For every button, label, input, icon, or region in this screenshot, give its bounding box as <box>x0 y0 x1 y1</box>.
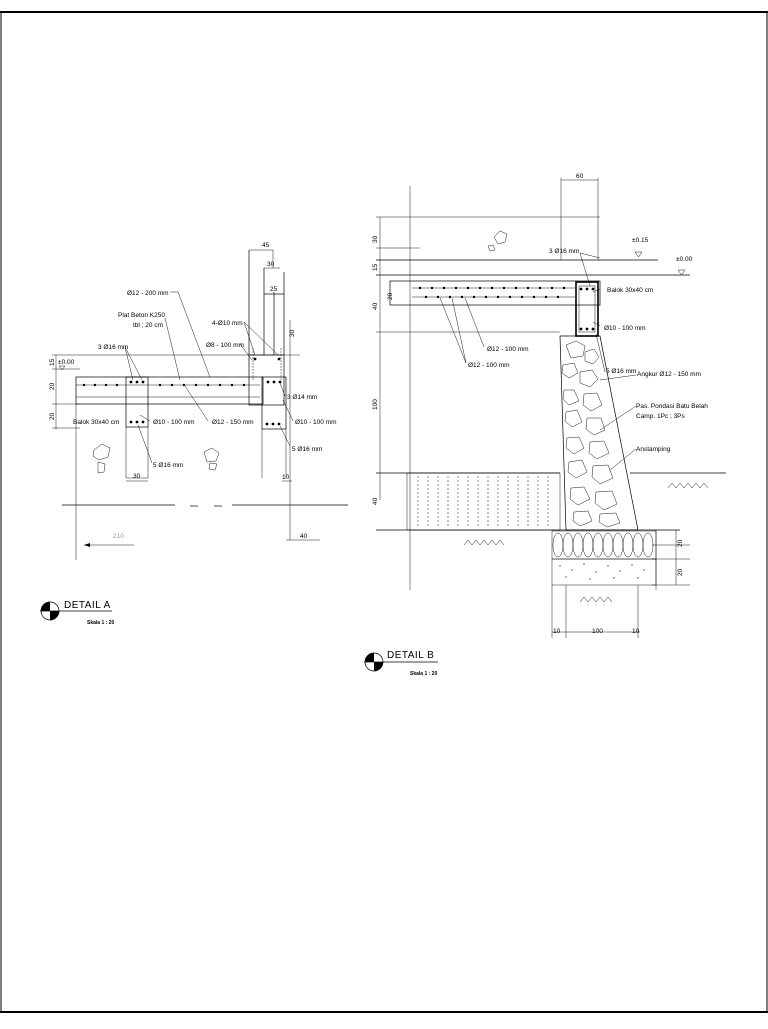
label-anstamping: Anstamping <box>636 446 671 453</box>
dim-100-vertical: 100 <box>372 399 379 410</box>
label-d10-100: Ø10 - 100 mm <box>604 325 646 332</box>
label-d10-100-right: Ø10 - 100 mm <box>295 419 337 426</box>
dim-40-a: 40 <box>372 302 379 310</box>
label-campuran: Camp. 1Pc ; 3Ps <box>636 413 686 420</box>
dim-210: 210 <box>113 533 124 540</box>
anstamping-stones <box>552 532 654 558</box>
dim-30: 30 <box>372 235 379 243</box>
stone-foundation-hatch <box>561 340 621 528</box>
label-pas-pondasi: Pas. Pondasi Batu Belah <box>636 403 708 410</box>
label-balok: Balok 30x40 cm <box>73 419 119 426</box>
dim-10-right: 10 <box>632 628 640 635</box>
sand-hatch <box>559 563 645 580</box>
label-d12-150: Ø12 - 150 mm <box>212 419 254 426</box>
detail-b-rebars <box>418 286 595 331</box>
dim-20: 20 <box>387 292 394 300</box>
dim-30-bottom: 30 <box>133 473 141 480</box>
detail-a-scale: Skala 1 : 20 <box>87 620 114 626</box>
dim-30-top: 30 <box>267 261 275 268</box>
label-level-015: ±0.15 <box>632 237 649 244</box>
dim-20-right-1: 20 <box>677 539 684 547</box>
dim-15: 15 <box>372 263 379 271</box>
dim-20-a: 20 <box>49 382 56 390</box>
label-d12-100-b: Ø12 - 100 mm <box>468 362 510 369</box>
label-5d16: 5 Ø16 mm <box>606 368 636 375</box>
detail-b-leaders <box>439 252 637 471</box>
level-marker-000-icon <box>677 269 686 276</box>
brick-hatch <box>417 476 549 527</box>
label-d12-200: Ø12 - 200 mm <box>127 290 169 297</box>
soil-hatch <box>463 230 709 603</box>
label-4d10: 4-Ø10 mm <box>212 320 243 327</box>
dim-45: 45 <box>262 242 270 249</box>
label-tbl: tbl ; 20 cm <box>133 322 163 329</box>
dim-40-b: 40 <box>372 497 379 505</box>
dim-10-left: 10 <box>553 628 561 635</box>
dim-20-right-2: 20 <box>677 568 684 576</box>
label-level: ±0.00 <box>58 359 75 366</box>
label-angkur: Angkur Ø12 - 150 mm <box>637 371 701 378</box>
level-marker-015-icon <box>634 251 643 258</box>
label-d8-100: Ø8 - 100 mm <box>206 342 244 349</box>
detail-b-scale: Skala 1 : 20 <box>410 671 437 677</box>
detail-b-title-block: DETAIL B Skala 1 : 20 <box>364 650 438 677</box>
dim-40: 40 <box>300 533 308 540</box>
label-5d16-right: 5 Ø16 mm <box>292 446 322 453</box>
detail-a-rebars <box>82 357 282 426</box>
dim-10: 10 <box>282 474 290 481</box>
sheet-border <box>0 11 768 1013</box>
dim-15: 15 <box>49 358 56 366</box>
label-level-000: ±0.00 <box>676 256 693 263</box>
dim-60: 60 <box>576 173 584 180</box>
dim-20-b: 20 <box>49 412 56 420</box>
stone-hatch <box>92 443 220 474</box>
label-5d16: 5 Ø16 mm <box>153 462 183 469</box>
stone-foundation <box>559 335 639 531</box>
detail-b-drawing <box>376 178 726 638</box>
detail-a-drawing <box>52 249 348 560</box>
level-marker-icon <box>58 365 66 371</box>
label-3d16: 3 Ø16 mm <box>549 248 579 255</box>
label-3d14: 3 Ø14 mm <box>287 394 317 401</box>
detail-a-labels: Ø12 - 200 mm Plat Beton K250 tbl ; 20 cm… <box>49 242 337 540</box>
dim-30-vertical: 30 <box>289 329 296 337</box>
label-plat-beton: Plat Beton K250 <box>118 312 165 319</box>
detail-b-labels: 3 Ø16 mm ±0.15 ±0.00 Balok 30x40 cm Ø10 … <box>372 173 708 635</box>
label-balok: Balok 30x40 cm <box>607 287 653 294</box>
dim-25: 25 <box>270 286 278 293</box>
label-3d16: 3 Ø16 mm <box>98 344 128 351</box>
label-d10-100: Ø10 - 100 mm <box>153 419 195 426</box>
detail-a-title-block: DETAIL A Skala 1 : 20 <box>40 600 114 626</box>
detail-a-title: DETAIL A <box>64 600 111 611</box>
label-d12-100-a: Ø12 - 100 mm <box>487 346 529 353</box>
detail-b-title: DETAIL B <box>387 650 434 661</box>
dim-100: 100 <box>592 628 603 635</box>
detail-a-leaders <box>124 291 294 464</box>
